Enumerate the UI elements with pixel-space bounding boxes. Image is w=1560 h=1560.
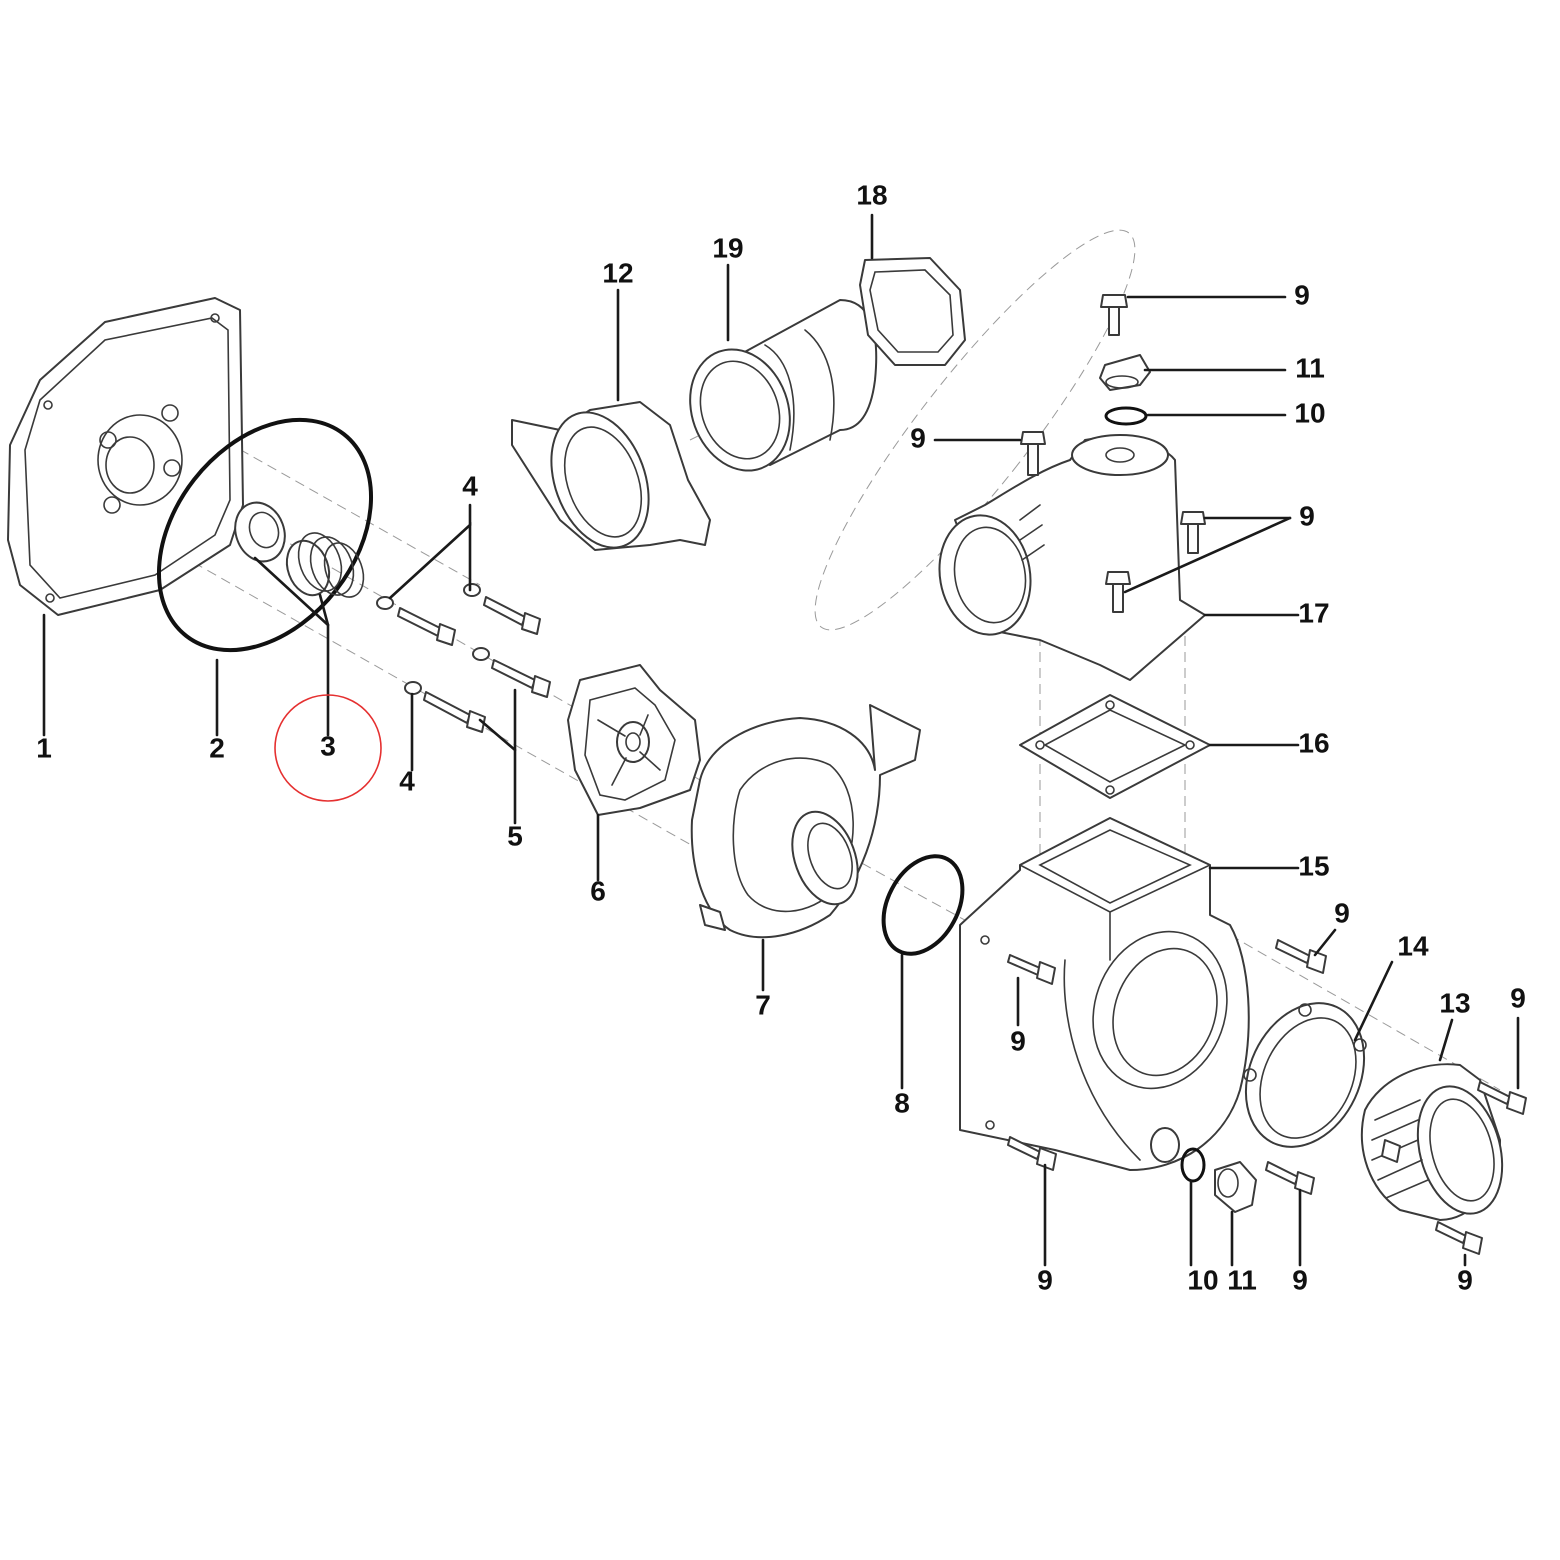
parts-10-11-bottom bbox=[1180, 1147, 1257, 1213]
callout-9-mid: 9 bbox=[1334, 897, 1350, 928]
part-7-volute bbox=[690, 704, 921, 939]
callout-11-top: 11 bbox=[1295, 352, 1325, 383]
part-17-elbow bbox=[938, 434, 1206, 681]
part-3-mechanical-seal bbox=[234, 501, 365, 598]
callout-11-bottom: 11 bbox=[1227, 1264, 1257, 1295]
leader-lines bbox=[42, 213, 1520, 1267]
callout-9-casing-left: 9 bbox=[1010, 1025, 1026, 1056]
callout-12: 12 bbox=[602, 257, 633, 288]
part-19-hose-tail bbox=[689, 299, 878, 472]
part-16-gasket bbox=[1019, 694, 1211, 799]
callout-10-top: 10 bbox=[1294, 397, 1325, 428]
callout-9-top: 9 bbox=[1294, 279, 1310, 310]
callout-10-bottom: 10 bbox=[1187, 1264, 1218, 1295]
callout-6: 6 bbox=[590, 875, 606, 906]
part-11-plug-top bbox=[1099, 354, 1151, 391]
callout-19: 19 bbox=[712, 232, 743, 263]
callout-18: 18 bbox=[856, 179, 887, 210]
callout-9-left: 9 bbox=[910, 422, 926, 453]
parts-9-bolts-casing bbox=[1007, 939, 1527, 1255]
callout-9-flange: 9 bbox=[1510, 982, 1526, 1013]
callout-1: 1 bbox=[36, 732, 52, 763]
highlight-circle bbox=[274, 694, 382, 802]
part-13-flange bbox=[1360, 1063, 1504, 1221]
part-1-back-plate bbox=[7, 297, 244, 616]
callout-17: 17 bbox=[1298, 597, 1329, 628]
callout-14: 14 bbox=[1397, 930, 1429, 961]
part-8-o-ring bbox=[881, 854, 965, 956]
callout-3: 3 bbox=[320, 730, 336, 761]
part-14-gasket bbox=[1243, 1002, 1367, 1148]
part-10-o-ring-top bbox=[1104, 406, 1148, 426]
callout-9-right: 9 bbox=[1299, 500, 1315, 531]
callout-7: 7 bbox=[755, 989, 771, 1020]
callout-16: 16 bbox=[1298, 727, 1329, 758]
callout-13: 13 bbox=[1439, 987, 1470, 1018]
callout-9-bottom-right: 9 bbox=[1457, 1264, 1473, 1295]
callout-2: 2 bbox=[209, 732, 225, 763]
callout-8: 8 bbox=[894, 1087, 910, 1118]
parts-4-5-washers-bolts bbox=[376, 583, 551, 733]
part-6-impeller bbox=[567, 664, 701, 816]
part-15-pump-casing bbox=[959, 817, 1250, 1171]
parts-9-bolts-top bbox=[1020, 294, 1206, 613]
callout-4-lower: 4 bbox=[399, 765, 415, 796]
callout-labels: 1 2 3 4 4 5 6 7 8 9 9 9 9 9 9 9 9 9 10 1… bbox=[36, 179, 1526, 1295]
callout-15: 15 bbox=[1298, 850, 1329, 881]
callout-9-bottom-mid: 9 bbox=[1292, 1264, 1308, 1295]
callout-5: 5 bbox=[507, 820, 523, 851]
part-12-coupler-nut bbox=[511, 401, 711, 551]
callout-9-bottom-left: 9 bbox=[1037, 1264, 1053, 1295]
part-18-gasket bbox=[859, 257, 966, 366]
callout-4-upper: 4 bbox=[462, 470, 478, 501]
